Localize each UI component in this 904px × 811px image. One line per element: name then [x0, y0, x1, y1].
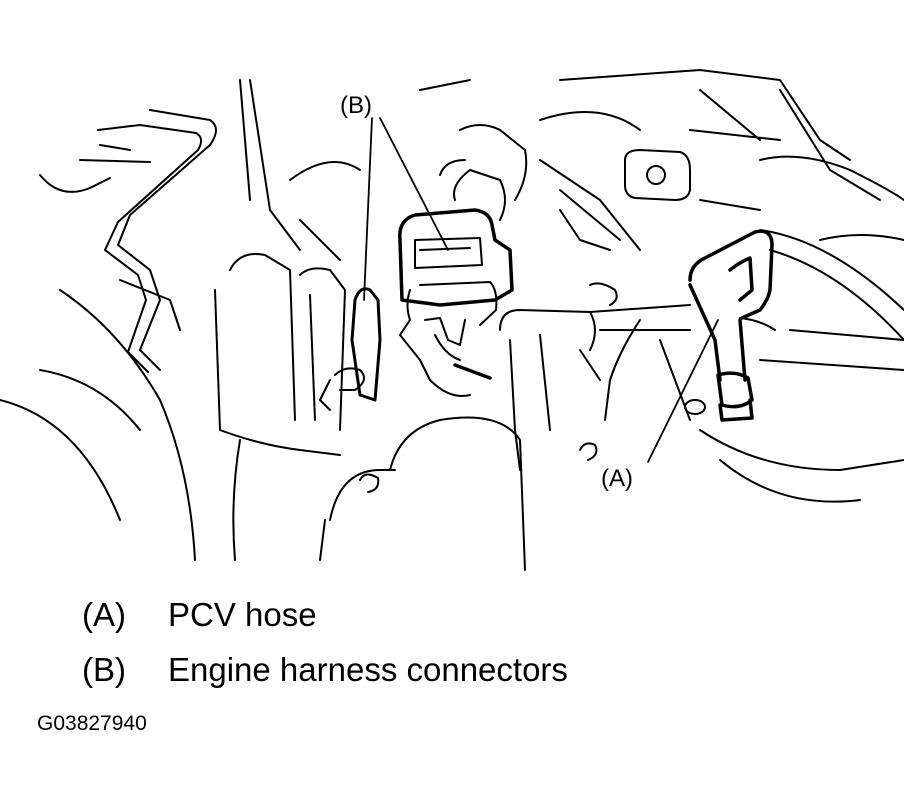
legend-key: (B): [82, 651, 126, 688]
legend-key: (A): [82, 596, 126, 633]
lower-housing: [219, 416, 598, 571]
center-hoses: [214, 253, 691, 471]
figure-id: G03827940: [37, 712, 147, 735]
hose-clamp: [684, 317, 776, 415]
leader-line-b-right: [379, 117, 449, 251]
leader-lines: [363, 117, 719, 463]
mounting-bracket: [624, 149, 691, 201]
background-components: [239, 69, 904, 503]
legend-description: PCV hose: [168, 596, 317, 633]
leader-line-b-left: [363, 117, 373, 301]
callout-a-label: (A): [601, 465, 633, 492]
left-bent-pipe: [0, 109, 217, 561]
pcv-hose: [688, 229, 774, 422]
engine-bay-illustration: [0, 69, 904, 571]
legend-description: Engine harness connectors: [168, 651, 568, 688]
harness-connectors: [319, 124, 528, 411]
leader-line-a: [647, 319, 719, 463]
callout-b-label: (B): [340, 92, 372, 119]
